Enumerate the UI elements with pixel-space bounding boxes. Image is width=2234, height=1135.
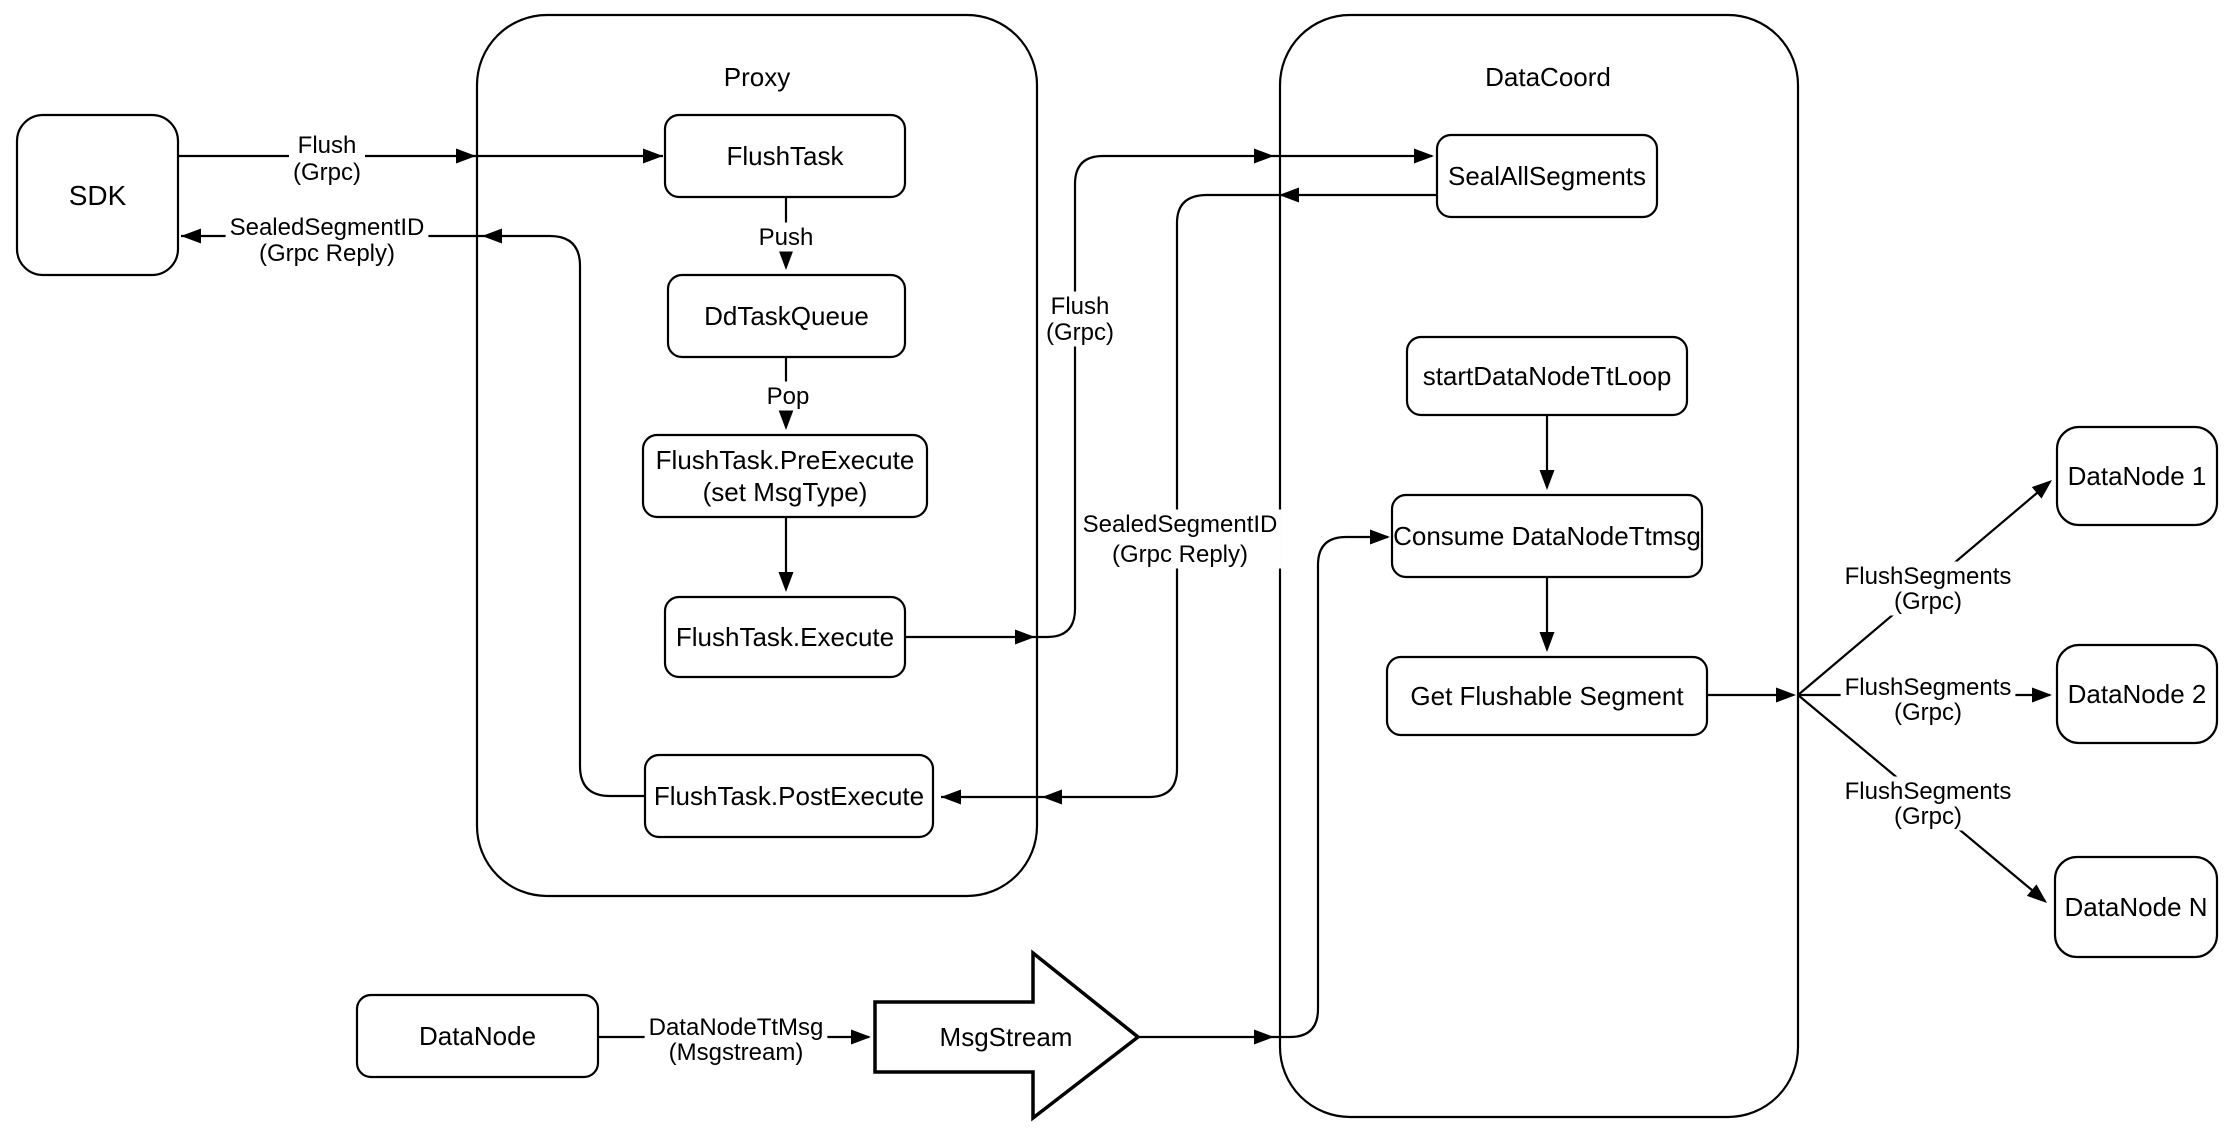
label-datanodettmsg: DataNodeTtMsg(Msgstream) [649,1014,824,1066]
edge-sealallsegments-to-postexecute-arrowhead-0 [1279,187,1299,203]
datanode-n-node-box [2053,855,2219,959]
edge-flushtask-push-arrowhead-0 [778,250,794,270]
edge-ttloop-to-consume-arrowhead-0 [1539,470,1555,490]
edge-postexecute-to-sdk-arrowhead-1 [181,228,201,244]
label-flush-grpc-mid: Flush(Grpc) [1046,293,1114,346]
flush-task-pre-execute-node-label: FlushTask.PreExecute(set MsgType) [656,445,915,507]
edge-msgstream-to-consume [1138,535,1388,1039]
edge-msgstream-to-consume-arrowhead-1 [1370,529,1390,545]
edge-fan-to-datanode2-arrowhead-0 [2032,687,2052,703]
edge-execute-to-sealallsegments [905,154,1432,639]
edge-execute-to-sealallsegments-arrowhead-2 [1414,148,1434,164]
datanode-2-node-label: DataNode 2 [2068,679,2207,709]
start-datanode-tt-loop-node-box [1405,335,1689,417]
datanode-source-node-label: DataNode [419,1021,536,1051]
edge-fan-to-datanoden-arrowhead-0 [2026,884,2047,903]
layer-edge-labels: Flush(Grpc) SealedSegmentID(Grpc Reply) Pu… [225,130,2016,1067]
edge-execute-to-sealallsegments-arrowhead-0 [1015,629,1035,645]
flush-task-execute-node-label: FlushTask.Execute [676,622,894,652]
msgstream-arrow-shape: MsgStream [873,949,1141,1122]
edge-sealallsegments-to-postexecute [941,193,1437,799]
flush-task-pre-execute-node: FlushTask.PreExecute(set MsgType) [641,433,929,519]
label-push-bg [754,222,818,252]
datanode-2-node: DataNode 2 [2055,643,2219,745]
get-flushable-segment-node: Get Flushable Segment [1385,655,1709,737]
datacoord-container-label: DataCoord [1485,62,1611,92]
label-push: Push [759,224,814,251]
label-flushsegments-1-bg [1840,561,2016,616]
flush-task-post-execute-node: FlushTask.PostExecute [643,753,935,839]
flush-task-node: FlushTask [663,113,907,199]
label-sealedsegmentid-sdk-bg [225,212,429,268]
flush-task-node-label: FlushTask [726,141,844,171]
dd-task-queue-node: DdTaskQueue [666,273,907,359]
datanode-1-node: DataNode 1 [2055,425,2219,527]
datanode-1-node-box [2055,425,2219,527]
edge-consume-to-get-arrowhead-0 [1539,632,1555,652]
edge-sealallsegments-to-postexecute-arrowhead-2 [941,789,961,805]
edge-get-to-fanpoint-arrowhead-0 [1776,687,1796,703]
sdk-node-box [15,113,180,277]
label-pop-bg [762,381,814,411]
label-flushsegments-2: FlushSegments(Grpc) [1845,674,2012,726]
label-flush-grpc-sdk-bg [289,130,365,187]
layer-shapes: MsgStream [873,949,1141,1122]
sdk-node: SDK [15,113,180,277]
label-flush-grpc-sdk: Flush(Grpc) [293,132,361,186]
msgstream-arrow-shape-outline [873,949,1141,1122]
label-sealedsegmentid-sdk: SealedSegmentID(Grpc Reply) [230,214,425,267]
msgstream-label: MsgStream [940,1022,1073,1052]
datanode-n-node-label: DataNode N [2064,892,2207,922]
edge-ddtaskqueue-pop-arrowhead-0 [778,410,794,430]
edge-postexecute-to-sdk-arrowhead-0 [482,228,502,244]
datanode-source-node: DataNode [355,993,600,1079]
label-flushsegments-1: FlushSegments(Grpc) [1845,563,2012,615]
datanode-2-node-box [2055,643,2219,745]
label-flushsegments-2-bg [1840,672,2016,727]
label-pop: Pop [767,383,810,410]
edge-sdk-to-flushtask-arrowhead-1 [643,148,663,164]
edge-preexecute-to-execute-arrowhead-0 [778,572,794,592]
label-flushsegments-3-bg [1840,776,2016,831]
consume-datanode-ttmsg-node: Consume DataNodeTtmsg [1390,493,1704,579]
consume-datanode-ttmsg-node-label: Consume DataNodeTtmsg [1393,521,1701,551]
flush-task-node-box [663,113,907,199]
edge-fan-to-datanode1-arrowhead-0 [2031,480,2052,499]
label-flushsegments-3: FlushSegments(Grpc) [1845,778,2012,830]
flush-task-post-execute-node-label: FlushTask.PostExecute [654,781,924,811]
flush-task-pre-execute-node-box [641,433,929,519]
get-flushable-segment-node-box [1385,655,1709,737]
label-datanodettmsg-bg [644,1012,828,1067]
dd-task-queue-node-label: DdTaskQueue [704,301,869,331]
seal-all-segments-node: SealAllSegments [1435,133,1659,219]
label-sealedsegmentid-mid: SealedSegmentID(Grpc Reply) [1083,511,1278,568]
label-sealedsegmentid-mid-bg [1078,509,1282,569]
label-flush-grpc-mid-bg [1042,291,1118,347]
seal-all-segments-node-box [1435,133,1659,219]
flush-task-post-execute-node-box [643,753,935,839]
datanode-n-node: DataNode N [2053,855,2219,959]
datanode-source-node-box [355,993,600,1079]
datanode-1-node-label: DataNode 1 [2068,461,2207,491]
seal-all-segments-node-label: SealAllSegments [1448,161,1646,191]
edge-sdk-to-flushtask-arrowhead-0 [456,148,476,164]
dd-task-queue-node-box [666,273,907,359]
proxy-container-label: Proxy [724,62,790,92]
edge-execute-to-sealallsegments-arrowhead-1 [1254,148,1274,164]
edge-msgstream-to-consume-arrowhead-0 [1254,1029,1274,1045]
edge-sealallsegments-to-postexecute-arrowhead-1 [1042,789,1062,805]
start-datanode-tt-loop-node: startDataNodeTtLoop [1405,335,1689,417]
sdk-node-label: SDK [69,180,127,211]
edge-datanode-to-msgstream-arrowhead-0 [851,1029,871,1045]
start-datanode-tt-loop-node-label: startDataNodeTtLoop [1423,361,1672,391]
layer-arrowheads [181,148,2052,1045]
edge-postexecute-to-sdk [181,234,645,798]
get-flushable-segment-node-label: Get Flushable Segment [1410,681,1684,711]
flush-task-execute-node: FlushTask.Execute [663,595,907,679]
consume-datanode-ttmsg-node-box [1390,493,1704,579]
flush-task-execute-node-box [663,595,907,679]
layer-nodes: SDK FlushTaskDdTaskQueueFlushTask.PreExec… [15,113,2219,1079]
